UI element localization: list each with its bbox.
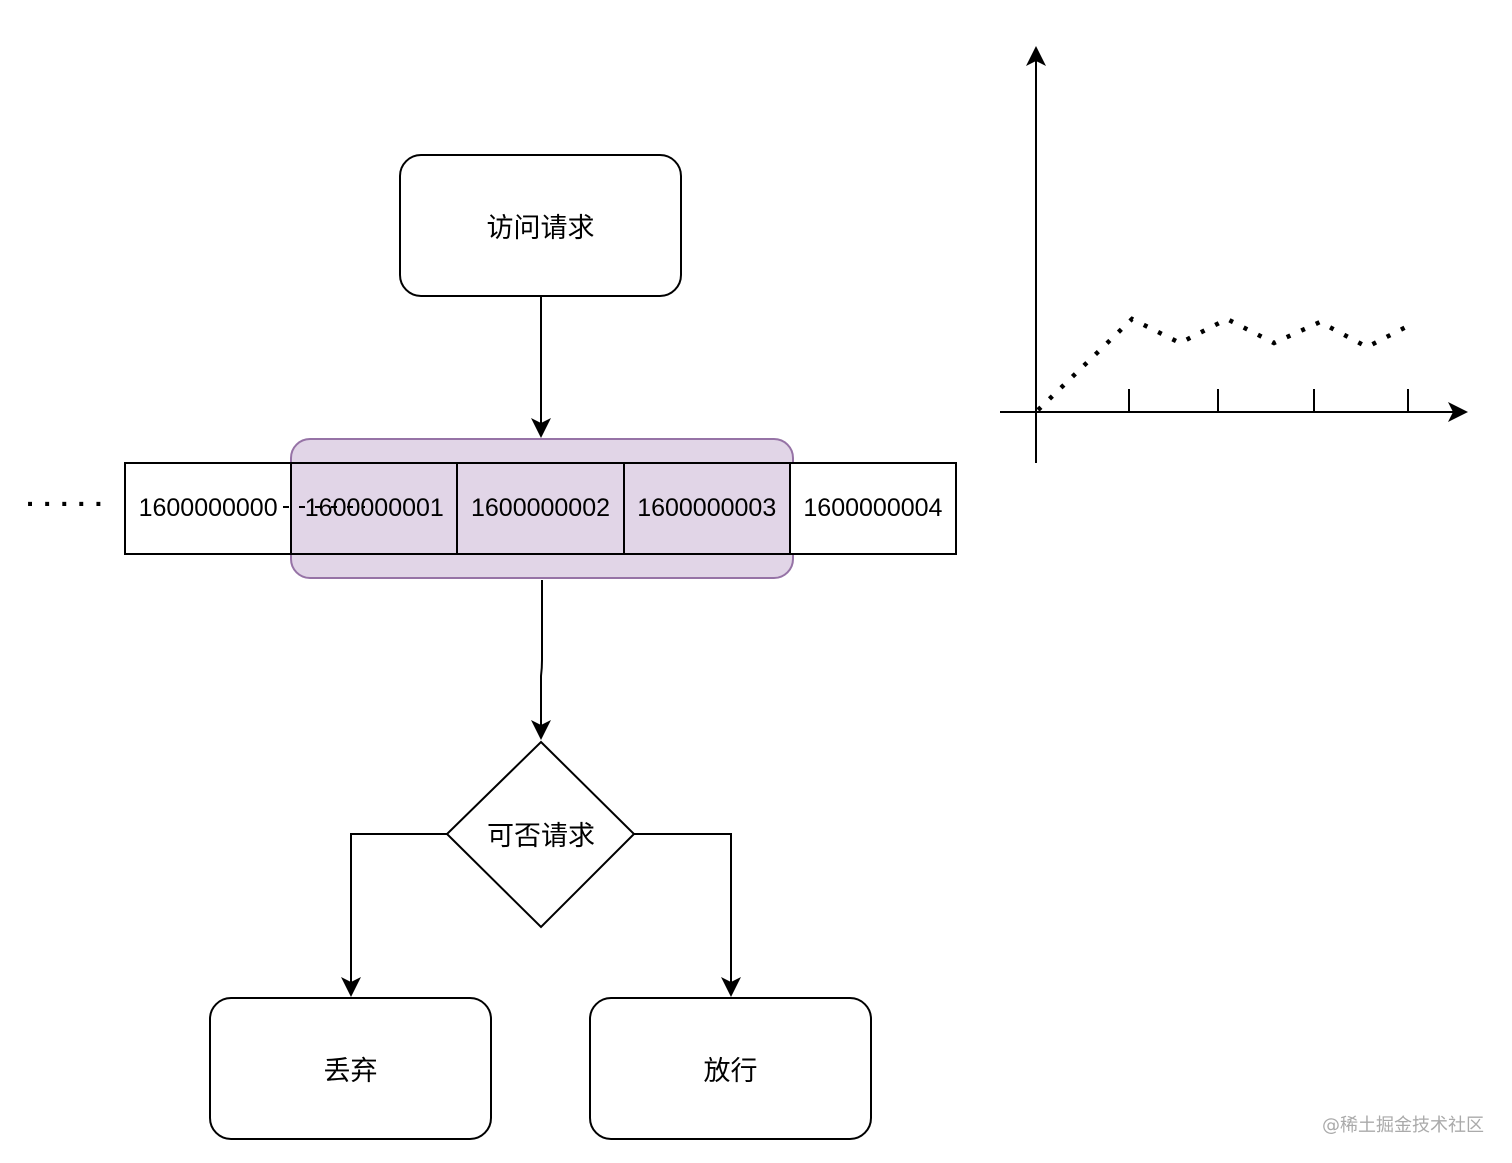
pass-node-label: 放行 [703,1056,758,1087]
decision-node-label: 可否请求 [487,820,595,852]
connector-window-to-decision [531,580,551,740]
time-cell: 1600000002 [458,464,625,553]
sliding-window-highlight [290,438,794,579]
request-node: 访问请求 [399,154,682,297]
time-cell: 1600000004 [790,464,956,553]
connector-decision-to-drop [341,833,447,997]
trend-dotted-line [1036,316,1410,412]
pass-node: 放行 [589,997,872,1140]
time-cell: 1600000001 [292,464,459,553]
leading-dots: · · · · · [26,488,104,519]
time-window-row: 1600000000 1600000001 1600000002 1600000… [124,462,957,555]
decision-diamond [445,740,636,929]
drop-node: 丢弃 [209,997,492,1140]
connector-decision-to-pass [634,833,741,997]
time-cell: 1600000003 [625,464,791,553]
request-node-label: 访问请求 [486,213,595,244]
drop-node-label: 丢弃 [323,1056,378,1087]
watermark: @稀土掘金技术社区 [1322,1115,1484,1136]
time-cell: 1600000000 [126,464,293,553]
